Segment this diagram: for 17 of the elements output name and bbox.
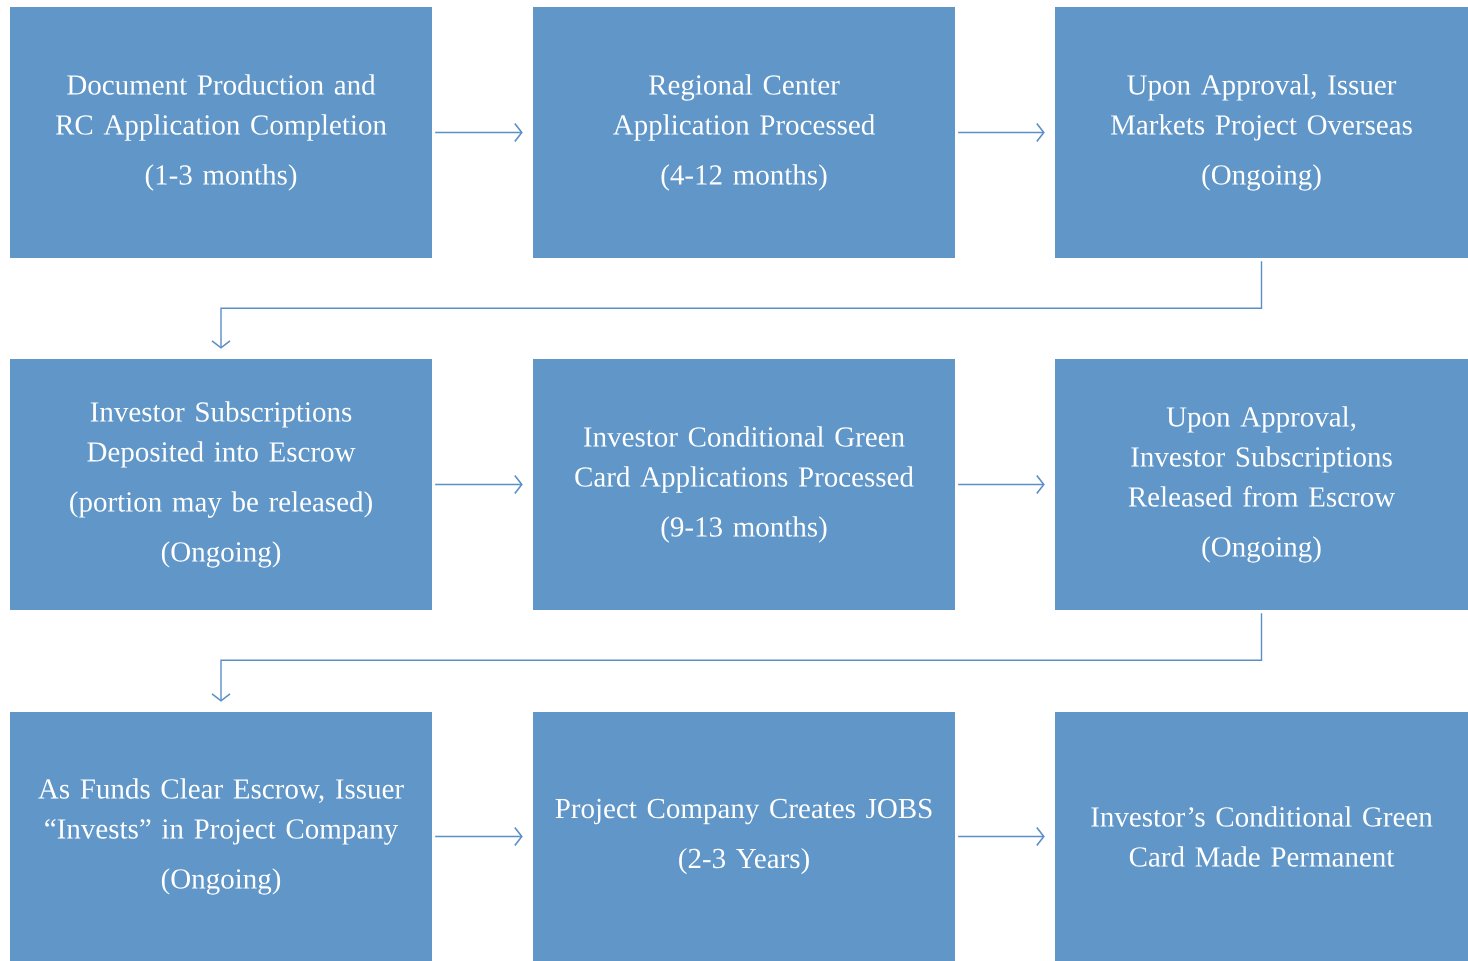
arrow	[957, 122, 1045, 143]
arrow	[211, 260, 1263, 349]
process-box: Investor Conditional Green Card Applications Processed (9-13 months)	[533, 359, 955, 610]
arrow	[434, 826, 523, 847]
process-box: Project Company Creates JOBS (2-3 Years)	[533, 712, 955, 961]
process-box: Regional Center Application Processed (4-12 months)	[533, 7, 955, 258]
arrow	[434, 122, 523, 143]
process-box: Document Production and RC Application Completion (1-3 months)	[10, 7, 432, 258]
arrow	[957, 826, 1045, 847]
process-box: Investor Subscriptions Deposited into Escrow (portion may be released) (Ongoing)	[10, 359, 432, 610]
arrow	[957, 474, 1045, 495]
process-box: Upon Approval, Investor Subscriptions Released from Escrow (Ongoing)	[1055, 359, 1468, 610]
process-box: Investor’s Conditional Green Card Made Permanent	[1055, 712, 1468, 961]
process-box: As Funds Clear Escrow, Issuer “Invests” in Project Company (Ongoing)	[10, 712, 432, 961]
arrow	[211, 612, 1263, 702]
arrow	[434, 474, 523, 495]
process-box: Upon Approval, Issuer Markets Project Overseas (Ongoing)	[1055, 7, 1468, 258]
